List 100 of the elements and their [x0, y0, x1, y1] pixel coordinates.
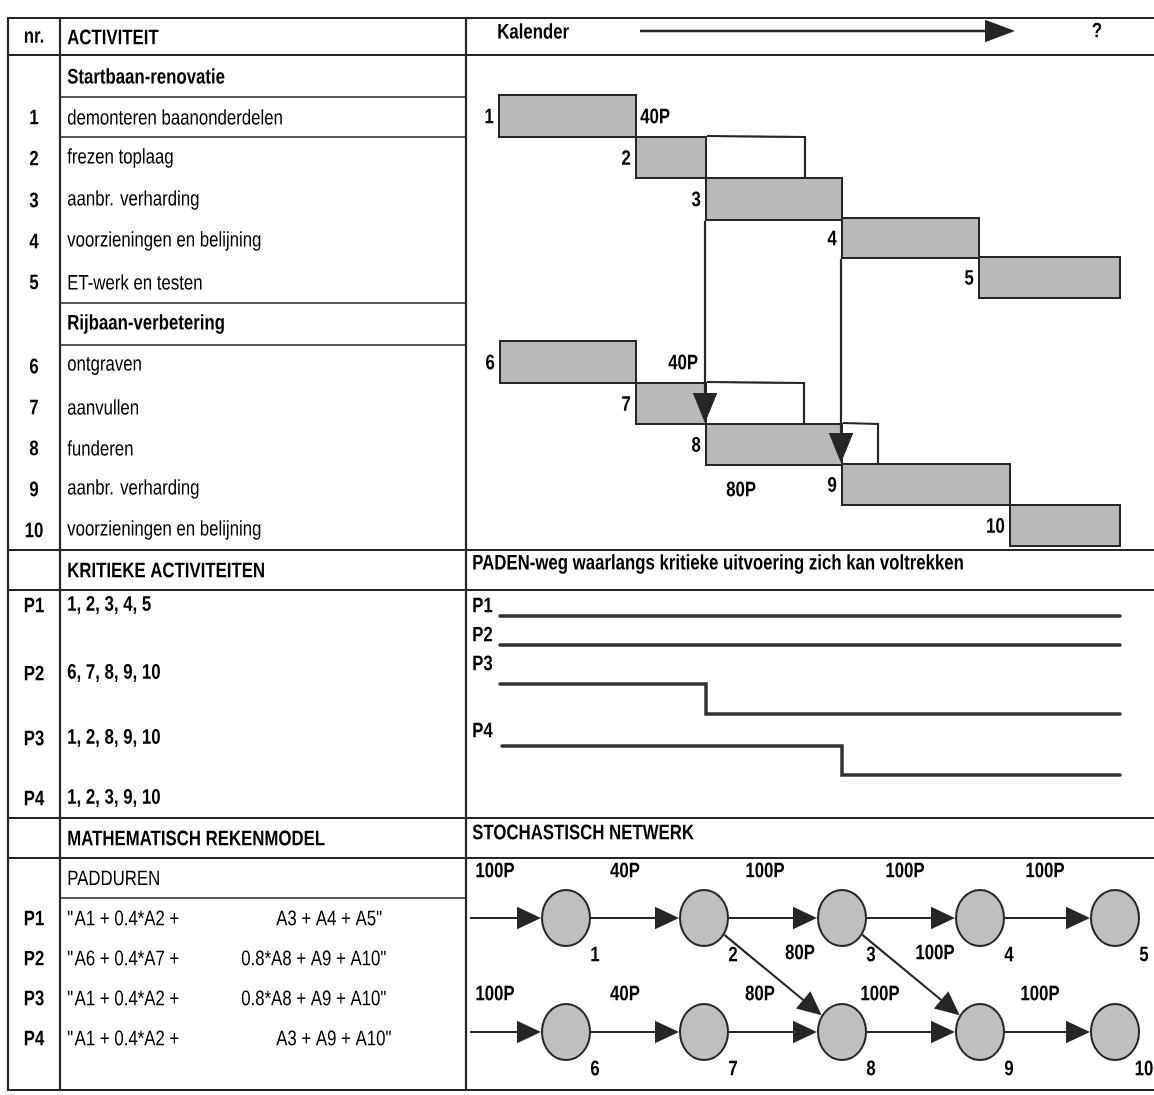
node-number: 3	[866, 946, 876, 962]
bar-number: 6	[486, 354, 495, 370]
row-number: 7	[30, 399, 38, 415]
activity-list: 1, 2, 3, 9, 10	[68, 789, 160, 807]
row-number: 9	[29, 481, 39, 497]
node-number: 10	[1135, 1060, 1153, 1076]
edge-label: 100P	[859, 984, 901, 1002]
gantt-bar	[978, 256, 1121, 299]
activity-list: 6, 7, 8, 9, 10	[67, 664, 160, 682]
gantt-bar	[635, 382, 707, 425]
edge-label: 40P	[609, 861, 641, 879]
section-heading: PADEN-weg waarlangs kritieke uitvoering zich kan voltrekken	[473, 554, 963, 574]
bar-number: 2	[622, 150, 631, 165]
edge-label: 80P	[744, 984, 776, 1002]
column-header: ACTIVITEIT	[67, 29, 159, 45]
node-number: 8	[866, 1060, 876, 1076]
row-number: 5	[29, 274, 39, 290]
activity-name: frezen toplaag	[67, 148, 173, 168]
formula-text: 0.8*A8 + A9 + A10"	[241, 990, 386, 1006]
path-number: P4	[24, 790, 45, 806]
gantt-bar	[705, 177, 843, 221]
node-number: 5	[1139, 946, 1149, 962]
path-number: P4	[24, 1030, 45, 1046]
bar-number: 4	[827, 230, 837, 246]
activity-name: ET-werk en testen	[68, 274, 202, 290]
bar-number: 10	[987, 518, 1005, 533]
edge-label: 100P	[1019, 984, 1061, 1002]
activity-name: aanbr. verharding	[67, 479, 199, 499]
gantt-bar	[635, 136, 707, 179]
edge-label: 80P	[784, 943, 816, 961]
activity-name: ontgraven	[67, 357, 141, 375]
bar-number: 7	[622, 396, 631, 411]
bar-number: 1	[485, 108, 494, 124]
row-number: 8	[29, 440, 39, 456]
activity-name: aanbr. verharding	[67, 190, 199, 210]
node-number: 1	[591, 946, 600, 962]
network-node	[1090, 889, 1140, 947]
formula-text: 0.8*A8 + A9 + A10"	[241, 950, 386, 966]
formula-text: A3 + A9 + A10"	[276, 1030, 391, 1046]
section-heading: KRITIEKE ACTIVITEITEN	[68, 562, 264, 578]
gantt-bar	[841, 217, 980, 259]
bar-number: 9	[828, 477, 837, 492]
network-node	[817, 1003, 867, 1061]
activity-name: aanvullen	[67, 399, 138, 415]
activity-list: 1, 2, 3, 4, 5	[68, 596, 151, 614]
node-number: 2	[728, 946, 737, 962]
gantt-bar	[498, 94, 637, 138]
formula-text: "A1 + 0.4*A2 +	[67, 1030, 179, 1046]
activity-list: 1, 2, 8, 9, 10	[68, 729, 160, 747]
network-node	[679, 1003, 729, 1061]
node-number: 7	[729, 1060, 737, 1076]
question-mark: ?	[1092, 22, 1102, 38]
path-label: P4	[473, 722, 493, 738]
edge-label: 40P	[609, 984, 641, 1002]
gantt-bar	[705, 423, 843, 466]
path-label: P1	[473, 597, 493, 613]
row-number: 2	[29, 150, 38, 166]
edge-label: 100P	[914, 943, 956, 961]
path-number: P2	[24, 665, 44, 681]
duration-label: 40P	[640, 108, 670, 124]
node-number: 6	[590, 1060, 600, 1076]
gantt-bar	[841, 463, 1011, 506]
path-label: P2	[473, 626, 493, 642]
path-number: P3	[24, 990, 44, 1006]
formula-text: "A6 + 0.4*A7 +	[67, 950, 179, 966]
node-number: 9	[1004, 1060, 1014, 1076]
section-heading: PADDUREN	[68, 870, 159, 886]
network-node	[541, 889, 591, 947]
path-number: P2	[24, 950, 44, 966]
path-number: P3	[24, 730, 44, 746]
activity-name: funderen	[67, 440, 133, 456]
row-number: 1	[30, 109, 39, 125]
network-node	[955, 889, 1005, 947]
bar-number: 8	[692, 437, 701, 452]
edge-label: 100P	[744, 861, 786, 879]
row-number: 3	[29, 192, 39, 208]
edge-label: 100P	[474, 984, 516, 1002]
bar-number: 3	[691, 191, 701, 207]
section-heading: Rijbaan-verbetering	[68, 314, 224, 334]
formula-text: "A1 + 0.4*A2 +	[67, 910, 179, 926]
gantt-bar	[1009, 504, 1121, 547]
activity-name: demonteren baanonderdelen	[67, 109, 282, 125]
network-node	[817, 889, 867, 947]
column-header: nr.	[24, 31, 44, 43]
row-number: 4	[29, 233, 39, 249]
path-number: P1	[24, 910, 44, 926]
path-number: P1	[24, 597, 44, 613]
formula-text: "A1 + 0.4*A2 +	[67, 990, 179, 1006]
section-heading: STOCHASTISCH NETWERK	[472, 824, 694, 840]
duration-label: 80P	[726, 481, 756, 497]
network-node	[955, 1003, 1005, 1061]
connector-line	[842, 421, 880, 464]
edge-label: 100P	[474, 861, 516, 879]
network-node	[1090, 1003, 1140, 1061]
path-label: P3	[473, 655, 493, 671]
section-heading: Startbaan-renovatie	[67, 68, 225, 84]
formula-text: A3 + A4 + A5"	[276, 910, 382, 926]
edge-label: 100P	[1024, 861, 1066, 879]
duration-label: 40P	[668, 354, 698, 370]
column-header: Kalender	[498, 23, 569, 39]
